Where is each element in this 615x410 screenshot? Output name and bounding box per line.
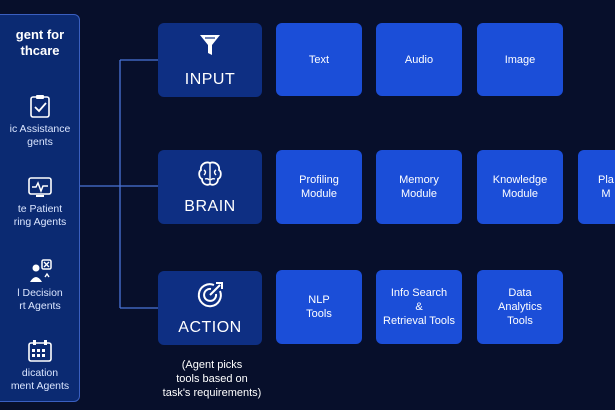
sidebar-item-label: l Decision rt Agents [17, 287, 63, 312]
group-label: ACTION [178, 319, 242, 336]
card-nlp-tools: NLP Tools [276, 270, 362, 344]
card-audio: Audio [376, 23, 462, 96]
brain-icon [198, 161, 222, 186]
action-group: ACTION [158, 271, 262, 345]
card-info-search-tools: Info Search & Retrieval Tools [376, 270, 462, 344]
card-knowledge-module: Knowledge Module [477, 150, 563, 224]
sidebar-item-medication: dication ment Agents [0, 337, 79, 393]
sidebar-item-label: ic Assistance gents [9, 123, 71, 148]
decision-person-icon [30, 259, 52, 282]
card-profiling-module: Profiling Module [276, 150, 362, 224]
sidebar-item-monitoring: te Patient ring Agents [0, 173, 79, 229]
group-label: INPUT [184, 71, 236, 88]
card-image: Image [477, 23, 563, 96]
funnel-icon [200, 35, 220, 55]
card-planning-module: Pla M [578, 150, 615, 224]
group-label: BRAIN [184, 198, 236, 215]
sidebar-item-decision: l Decision rt Agents [0, 257, 79, 313]
action-note: (Agent picks tools based on task's requi… [162, 359, 262, 399]
clipboard-check-icon [30, 95, 50, 118]
sidebar-item-assistance: ic Assistance gents [0, 93, 79, 149]
panel-title: gent for thcare [15, 27, 65, 58]
sidebar-item-label: dication ment Agents [10, 367, 70, 392]
heart-monitor-icon [28, 177, 52, 197]
sidebar-item-label: te Patient ring Agents [13, 203, 67, 228]
card-memory-module: Memory Module [376, 150, 462, 224]
card-text: Text [276, 23, 362, 96]
input-group: INPUT [158, 23, 262, 97]
agent-types-panel: gent for thcare ic Assistance gents te P… [0, 14, 80, 402]
brain-group: BRAIN [158, 150, 262, 224]
target-cursor-icon [197, 282, 223, 308]
calendar-icon [28, 340, 52, 362]
card-data-analytics-tools: Data Analytics Tools [477, 270, 563, 344]
